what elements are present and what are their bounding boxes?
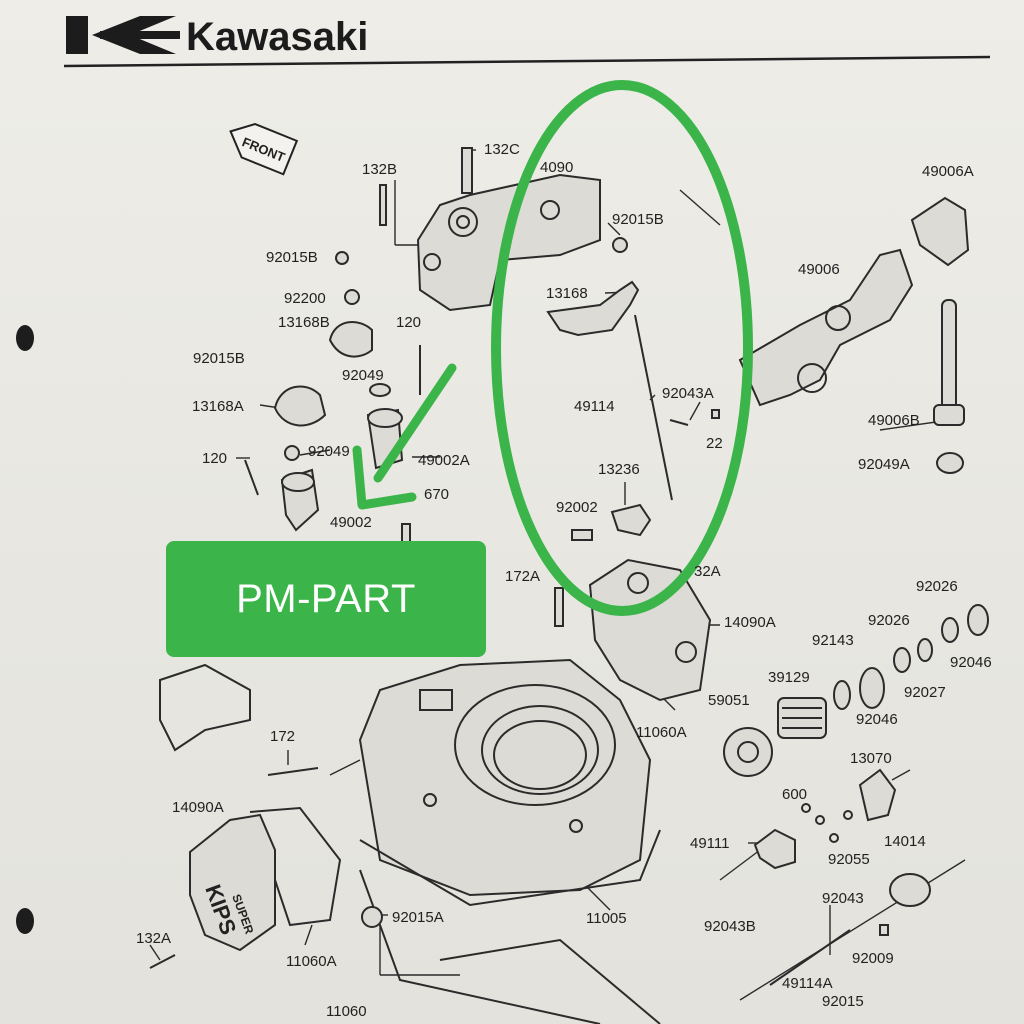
watermark-badge: PM-PART xyxy=(166,541,486,657)
part-number-label: 14090A xyxy=(724,614,776,631)
part-number-label: 120 xyxy=(396,314,421,331)
part-number-label: 92055 xyxy=(828,851,870,868)
part-number-label: 92015 xyxy=(822,993,864,1010)
part-number-label: 49111 xyxy=(690,835,730,852)
exhaust-valve-cover: SUPER KIPS xyxy=(149,806,342,969)
part-number-label: 22 xyxy=(706,435,723,452)
part-number-label: 13168A xyxy=(192,398,244,415)
part-number-label: 13070 xyxy=(850,750,892,767)
header-rule xyxy=(63,55,991,68)
part-number-label: 92043A xyxy=(662,385,714,402)
binder-hole xyxy=(16,908,34,934)
part-number-label: 132A xyxy=(136,930,171,947)
governor-bracket xyxy=(738,196,970,474)
part-number-label: 49006A xyxy=(922,163,974,180)
part-number-label: 11060 xyxy=(326,1003,367,1020)
part-number-labels: 132C 132B 4090 92015B 92015B 92200 13168B 120 13… xyxy=(136,141,992,1020)
part-number-label: 11060A xyxy=(636,724,687,741)
exhaust-valve-parts-left xyxy=(244,251,421,543)
exhaust-valve-rod-assembly xyxy=(546,237,720,541)
part-number-label: 92043B xyxy=(704,918,756,935)
part-number-label: 13236 xyxy=(598,461,640,478)
part-number-label: 92049 xyxy=(342,367,384,384)
part-number-label: 13168B xyxy=(278,314,330,331)
part-number-label: 92015A xyxy=(392,909,444,926)
part-number-label: 92200 xyxy=(284,290,326,307)
part-number-label: 92015B xyxy=(266,249,318,266)
part-number-label: 11060A xyxy=(286,953,337,970)
kawasaki-logo: Kawasaki xyxy=(66,15,368,59)
part-number-label: 92046 xyxy=(856,711,898,728)
part-number-label: 92009 xyxy=(852,950,894,967)
watermark-text: PM-PART xyxy=(236,576,416,621)
part-number-label: 600 xyxy=(782,786,807,803)
part-number-label: 132C xyxy=(484,141,520,158)
part-number-label: 49114 xyxy=(574,398,615,415)
part-number-label: 92002 xyxy=(556,499,598,516)
water-pump-parts xyxy=(723,604,989,986)
part-number-label: 670 xyxy=(424,486,449,503)
part-number-label: 92015B xyxy=(612,211,664,228)
part-number-label: 11005 xyxy=(586,910,627,927)
part-number-label: 14014 xyxy=(884,833,926,850)
part-number-label: 132B xyxy=(362,161,397,178)
part-number-label: 92046 xyxy=(950,654,992,671)
part-number-label: 39129 xyxy=(768,669,810,686)
part-number-label: 92015B xyxy=(193,350,245,367)
part-number-label: 172A xyxy=(505,568,540,585)
part-number-label: 59051 xyxy=(708,692,750,709)
part-number-label: 120 xyxy=(202,450,227,467)
part-number-label: 92026 xyxy=(916,578,958,595)
part-number-label: 49006 xyxy=(798,261,840,278)
binder-hole xyxy=(16,325,34,351)
part-number-label: 49114A xyxy=(782,975,833,992)
part-number-label: 13168 xyxy=(546,285,588,302)
brand-name: Kawasaki xyxy=(186,15,368,59)
cylinder-block xyxy=(159,558,712,1024)
part-number-label: 172 xyxy=(270,728,295,745)
part-number-label: 4090 xyxy=(540,159,573,176)
part-number-label: 49006B xyxy=(868,412,920,429)
part-number-label: 92026 xyxy=(868,612,910,629)
part-number-label: 49002 xyxy=(330,514,372,531)
part-number-label: 92027 xyxy=(904,684,946,701)
part-number-label: 14090A xyxy=(172,799,224,816)
highlight-oval xyxy=(491,80,753,616)
part-number-label: 92143 xyxy=(812,632,854,649)
front-direction-sign: FRONT xyxy=(229,122,299,176)
highlight-arrow xyxy=(352,363,457,510)
part-number-label: 32A xyxy=(694,563,721,580)
part-number-label: 92049 xyxy=(308,443,350,460)
part-number-label: 92043 xyxy=(822,890,864,907)
part-number-label: 49002A xyxy=(418,452,470,469)
part-number-label: 92049A xyxy=(858,456,910,473)
